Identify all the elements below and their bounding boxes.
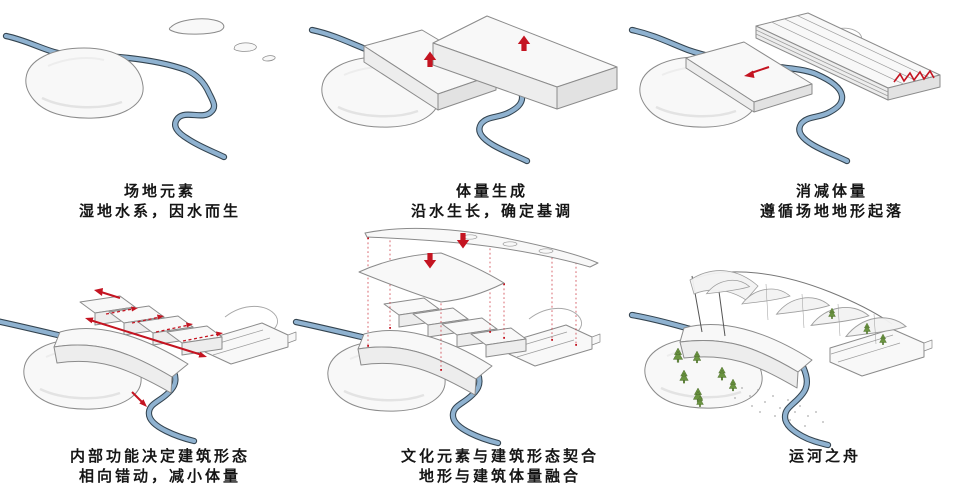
building-massing xyxy=(296,298,600,443)
site-elements-diagram xyxy=(2,18,276,161)
caption-site-elements: 场地元素 湿地水系，因水而生 xyxy=(0,182,320,222)
caption-internal-function: 内部功能决定建筑形态 相向错动，减小体量 xyxy=(0,447,320,487)
internal-function-diagram xyxy=(0,288,320,445)
sail-canopies xyxy=(689,270,907,345)
panel-site-elements: 场地元素 湿地水系，因水而生 xyxy=(0,0,320,220)
shift-down-arrow-icon xyxy=(131,391,147,407)
panel-canal-boat: 运河之舟 xyxy=(628,220,960,486)
panel-massing-reduction: 消减体量 遵循场地地形起落 xyxy=(640,0,960,220)
terrace-zigzag-icon xyxy=(893,69,935,83)
panel-subtitle: 沿水生长，确定基调 xyxy=(410,203,573,220)
layered-slab xyxy=(755,12,941,101)
panel-title: 消减体量 xyxy=(795,183,868,200)
panel-title: 场地元素 xyxy=(123,183,196,200)
panel-subtitle: 遵循场地地形起落 xyxy=(759,203,904,220)
caption-cultural-integration: 文化元素与建筑形态契合 地形与建筑体量融合 xyxy=(340,447,660,487)
building-massing xyxy=(0,296,296,441)
islands xyxy=(168,18,276,62)
panel-massing-generation: 体量生成 沿水生长，确定基调 xyxy=(320,0,640,220)
roof-sheet xyxy=(358,252,505,303)
shift-left-arrow-icon xyxy=(94,288,121,299)
panel-title: 内部功能决定建筑形态 xyxy=(69,448,250,465)
terraced-decks xyxy=(829,328,933,377)
thin-slab-on-mound xyxy=(685,41,813,113)
massing-generation-diagram xyxy=(320,15,618,182)
panel-subtitle: 湿地水系，因水而生 xyxy=(78,203,241,220)
caption-canal-boat: 运河之舟 xyxy=(665,447,960,467)
shift-left-arrow-icon xyxy=(744,66,770,78)
canal-boat-diagram xyxy=(628,270,933,449)
massing-box-riverside xyxy=(432,15,618,110)
caption-massing-reduction: 消减体量 遵循场地地形起落 xyxy=(672,182,960,222)
panel-title: 运河之舟 xyxy=(788,448,861,465)
scatter-dots xyxy=(734,387,824,427)
wetland-mound xyxy=(24,46,145,120)
panel-subtitle: 相向错动，减小体量 xyxy=(78,468,241,485)
cultural-integration-diagram xyxy=(320,227,640,445)
panel-cultural-integration: 文化元素与建筑形态契合 地形与建筑体量融合 xyxy=(320,220,640,486)
dashed-shift-arrows xyxy=(105,306,223,342)
panel-subtitle: 地形与建筑体量融合 xyxy=(418,468,581,485)
panel-title: 文化元素与建筑形态契合 xyxy=(400,448,599,465)
panel-title: 体量生成 xyxy=(455,183,528,200)
double-headed-arrow-icon xyxy=(85,317,207,358)
boat-hull xyxy=(679,324,813,389)
caption-massing-generation: 体量生成 沿水生长，确定基调 xyxy=(332,182,652,222)
panel-internal-function: 内部功能决定建筑形态 相向错动，减小体量 xyxy=(0,220,320,486)
massing-reduction-diagram xyxy=(640,12,941,182)
